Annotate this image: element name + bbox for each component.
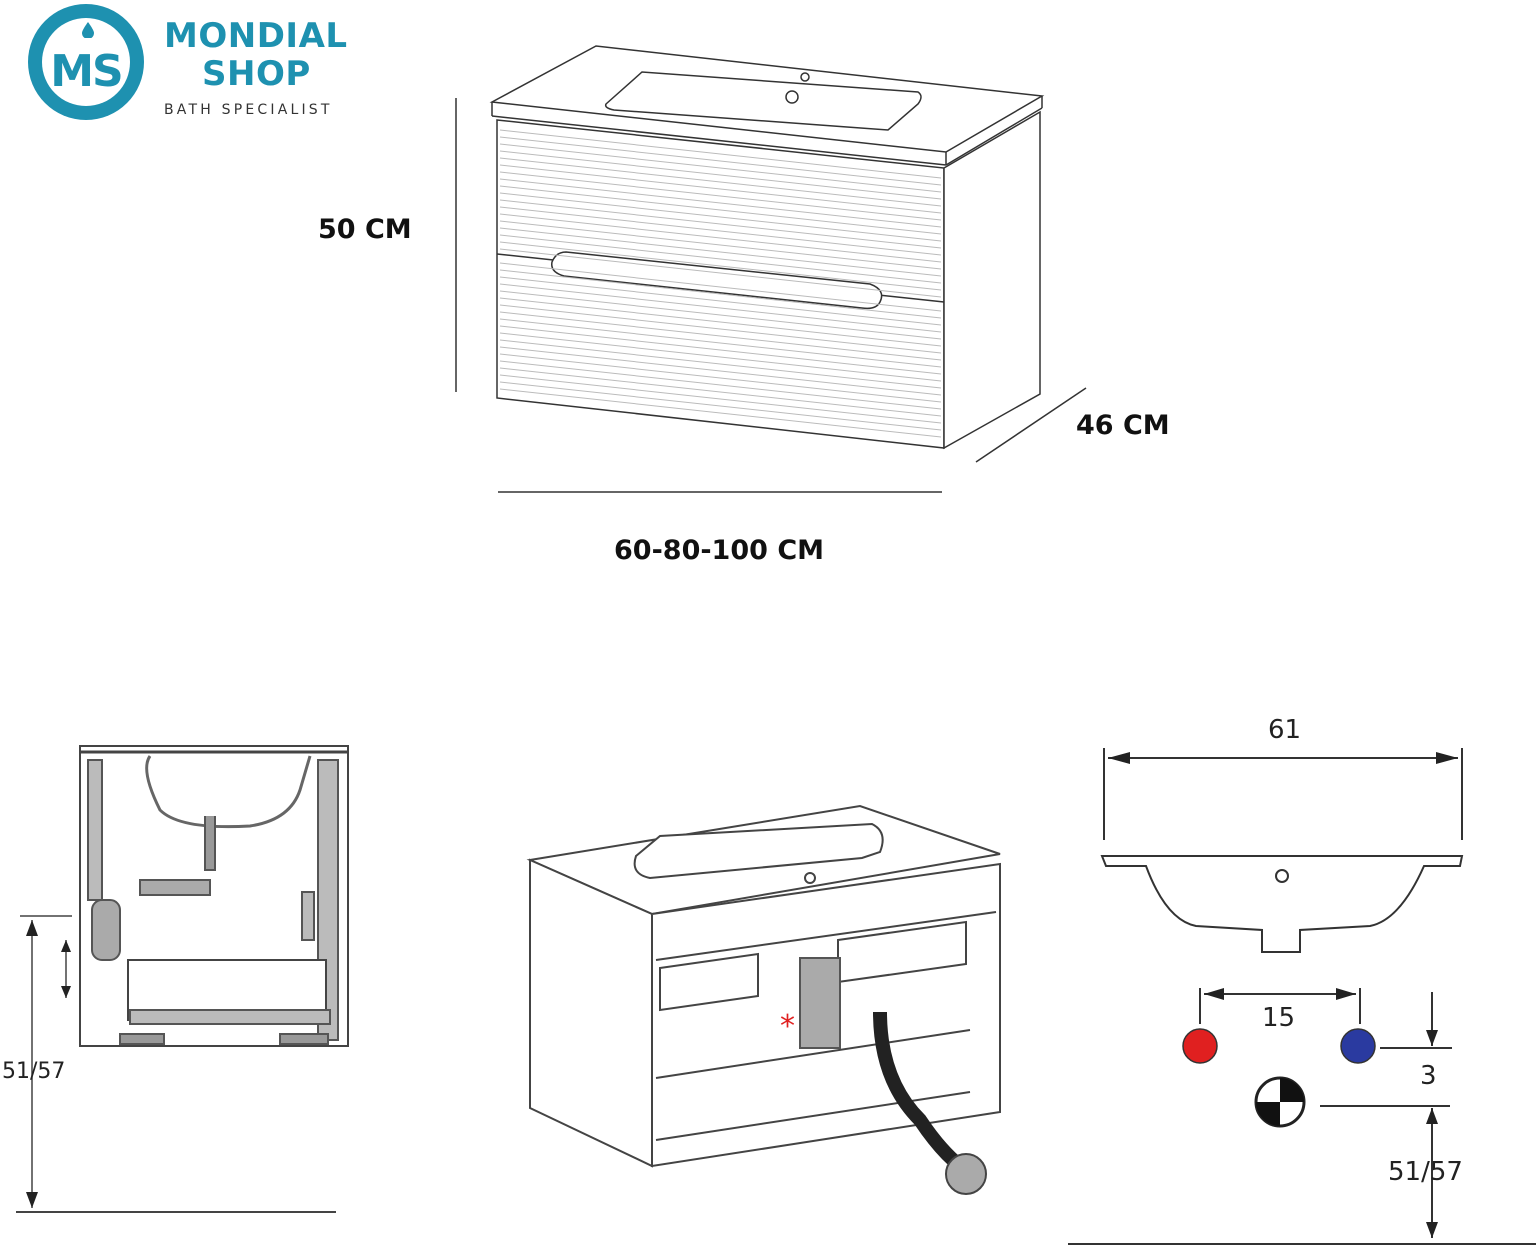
front-open-view	[526, 804, 1001, 1195]
logo-monogram: MS	[50, 46, 123, 97]
red-asterisk-marker: *	[780, 1009, 795, 1044]
brand-name-line1: MONDIAL	[164, 16, 348, 56]
logo-circle: MS	[28, 4, 144, 120]
drain-center-symbol	[1254, 1076, 1306, 1128]
cabinet-main-drawing	[455, 45, 1087, 493]
side-view-drain-height: 51/57	[2, 1059, 65, 1084]
tap-spacing-value: 15	[1262, 1003, 1295, 1033]
height-dimension: 50 CM	[318, 214, 412, 245]
cold-water-inlet	[1340, 1028, 1376, 1064]
water-drop-icon	[82, 22, 94, 38]
brand-logo: MS MONDIAL SHOP BATH SPECIALIST	[24, 4, 364, 124]
drain-height-value: 51/57	[1388, 1157, 1463, 1187]
hot-water-inlet	[1182, 1028, 1218, 1064]
side-section-view	[16, 745, 349, 1213]
depth-dimension: 46 CM	[1076, 410, 1170, 441]
width-dimension: 60-80-100 CM	[614, 535, 825, 566]
brand-tagline: BATH SPECIALIST	[164, 102, 333, 118]
drawer-fluting	[499, 129, 942, 438]
brand-name-line2: SHOP	[202, 54, 311, 94]
vertical-offset-value: 3	[1420, 1061, 1437, 1091]
basin-width-value: 61	[1268, 715, 1301, 745]
basin-spec-view	[1068, 748, 1536, 1245]
